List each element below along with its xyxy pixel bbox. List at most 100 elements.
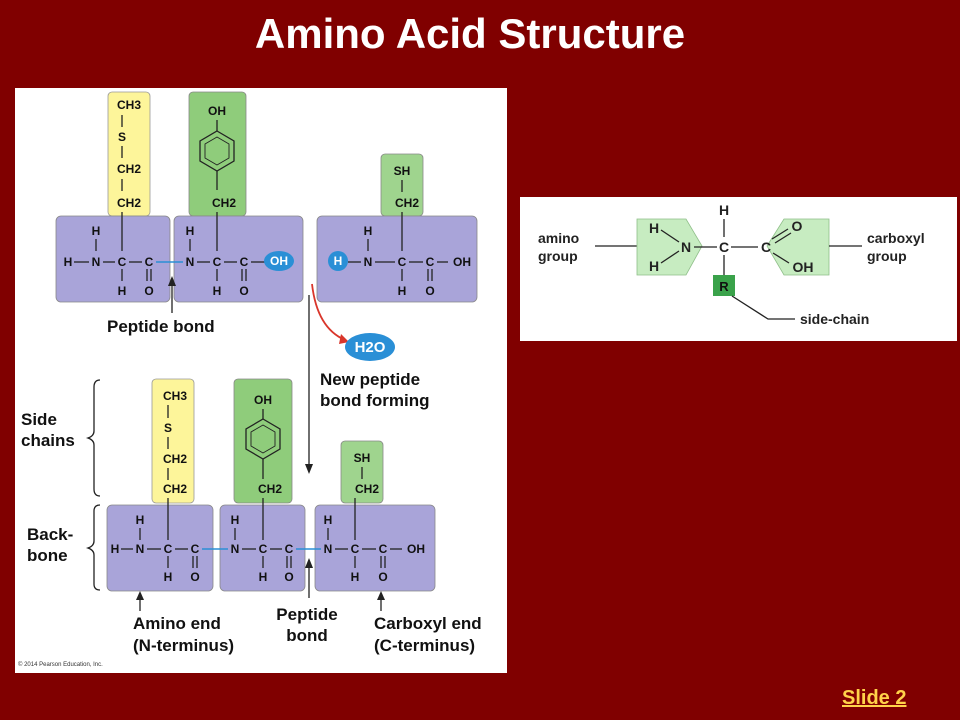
chain1-atom-4: CH2: [117, 196, 141, 210]
atom-n: N: [231, 542, 240, 556]
chain1-atom-1: CH3: [117, 98, 141, 112]
inset-atom-c-alpha: C: [719, 239, 729, 255]
atom-o: O: [190, 570, 199, 584]
atom-n: N: [92, 255, 101, 269]
slide-title: Amino Acid Structure: [254, 10, 686, 57]
inset-atom-c-carboxyl: C: [761, 239, 771, 255]
backbone-box-1: [55, 215, 171, 303]
water-badge: [345, 333, 395, 361]
peptide-bond-label: Peptide bond: [107, 317, 215, 336]
atom-n: N: [136, 542, 145, 556]
chain2-atom-2: CH2: [212, 196, 236, 210]
atom-h: H: [164, 570, 173, 584]
atom-h: H: [398, 284, 407, 298]
atom-h: H: [324, 513, 333, 527]
amino-end-line-2: (N-terminus): [133, 636, 234, 655]
atom-c: C: [351, 542, 360, 556]
bottom-chain3-atom-1: SH: [354, 451, 371, 465]
peptide-bond-figure: CH3 S CH2 CH2 OH CH2 SH CH2 H H: [15, 88, 507, 673]
bottom-chain2-atom-2: CH2: [258, 482, 282, 496]
atom-n: N: [324, 542, 333, 556]
backbone-box-bottom-1: [106, 504, 214, 592]
leaving-h: H: [334, 254, 343, 268]
atom-h: H: [364, 224, 373, 238]
inset-r-group: R: [719, 279, 729, 294]
new-bond-line-1: New peptide: [320, 370, 420, 389]
carboxyl-end-line-2: (C-terminus): [374, 636, 475, 655]
atom-h: H: [118, 284, 127, 298]
backbone-brace: [85, 504, 101, 591]
atom-h: H: [351, 570, 360, 584]
backbone-line-2: bone: [27, 546, 68, 565]
peptide-bottom-line-1: Peptide: [276, 605, 337, 624]
atom-o: O: [284, 570, 293, 584]
atom-c: C: [118, 255, 127, 269]
bottom-chain1-atom-4: CH2: [163, 482, 187, 496]
atom-h: H: [64, 255, 73, 269]
atom-c: C: [145, 255, 154, 269]
bottom-chain2-atom-1: OH: [254, 393, 272, 407]
amino-acid-inset: amino group H H N H C R C O OH ca: [520, 197, 957, 341]
amino-end-arrow: [136, 591, 144, 600]
water-release-arrow: [311, 283, 346, 341]
atom-c: C: [191, 542, 200, 556]
methionine-sidechain-box-bottom: [151, 378, 195, 504]
peptide-bond-arrow-top: [168, 276, 176, 286]
atom-h: H: [213, 284, 222, 298]
chain3-atom-2: CH2: [395, 196, 419, 210]
atom-oh: OH: [407, 542, 425, 556]
chain3-atom-1: SH: [394, 164, 411, 178]
atom-h: H: [136, 513, 145, 527]
atom-c: C: [398, 255, 407, 269]
atom-h: H: [186, 224, 195, 238]
amino-group-line-1: amino: [538, 230, 579, 246]
atom-h: H: [259, 570, 268, 584]
bottom-chain1-atom-2: S: [164, 421, 172, 435]
backbone-line-1: Back-: [27, 525, 73, 544]
atom-c: C: [164, 542, 173, 556]
oh-highlight: [264, 251, 294, 271]
side-chain-label: side-chain: [800, 311, 869, 327]
copyright-text: © 2014 Pearson Education, Inc.: [18, 661, 103, 668]
backbone-box-2: [173, 215, 304, 303]
carboxyl-group-line-1: carboxyl: [867, 230, 925, 246]
inset-atom-n: N: [681, 239, 691, 255]
inset-atom-h-alpha: H: [719, 202, 729, 218]
bottom-chain1-atom-1: CH3: [163, 389, 187, 403]
atom-o: O: [144, 284, 153, 298]
amino-group-shape: [636, 218, 703, 276]
atom-o: O: [425, 284, 434, 298]
inset-atom-oh: OH: [793, 259, 814, 275]
chain2-atom-1: OH: [208, 104, 226, 118]
atom-h: H: [231, 513, 240, 527]
chain1-atom-3: CH2: [117, 162, 141, 176]
atom-oh: OH: [453, 255, 471, 269]
atom-h: H: [111, 542, 120, 556]
peptide-bond-arrow-bottom: [305, 558, 313, 568]
chain1-atom-2: S: [118, 130, 126, 144]
inset-atom-h-top: H: [649, 220, 659, 236]
side-chains-line-2: chains: [21, 431, 75, 450]
atom-c: C: [426, 255, 435, 269]
amino-group-line-2: group: [538, 248, 578, 264]
water-label: H2O: [355, 339, 386, 356]
bottom-chain3-atom-2: CH2: [355, 482, 379, 496]
leaving-oh: OH: [270, 254, 288, 268]
side-chains-brace: [85, 379, 101, 497]
atom-o: O: [239, 284, 248, 298]
atom-c: C: [379, 542, 388, 556]
inset-atom-o: O: [792, 218, 803, 234]
atom-c: C: [285, 542, 294, 556]
new-bond-line-2: bond forming: [320, 391, 430, 410]
atom-o: O: [378, 570, 387, 584]
bottom-chain1-atom-3: CH2: [163, 452, 187, 466]
side-chains-line-1: Side: [21, 410, 57, 429]
atom-n: N: [186, 255, 195, 269]
slide-number-link[interactable]: Slide 2: [842, 687, 907, 709]
amino-end-line-1: Amino end: [133, 614, 221, 633]
backbone-box-bottom-3: [314, 504, 436, 592]
atom-h: H: [92, 224, 101, 238]
atom-n: N: [364, 255, 373, 269]
carboxyl-group-line-2: group: [867, 248, 907, 264]
